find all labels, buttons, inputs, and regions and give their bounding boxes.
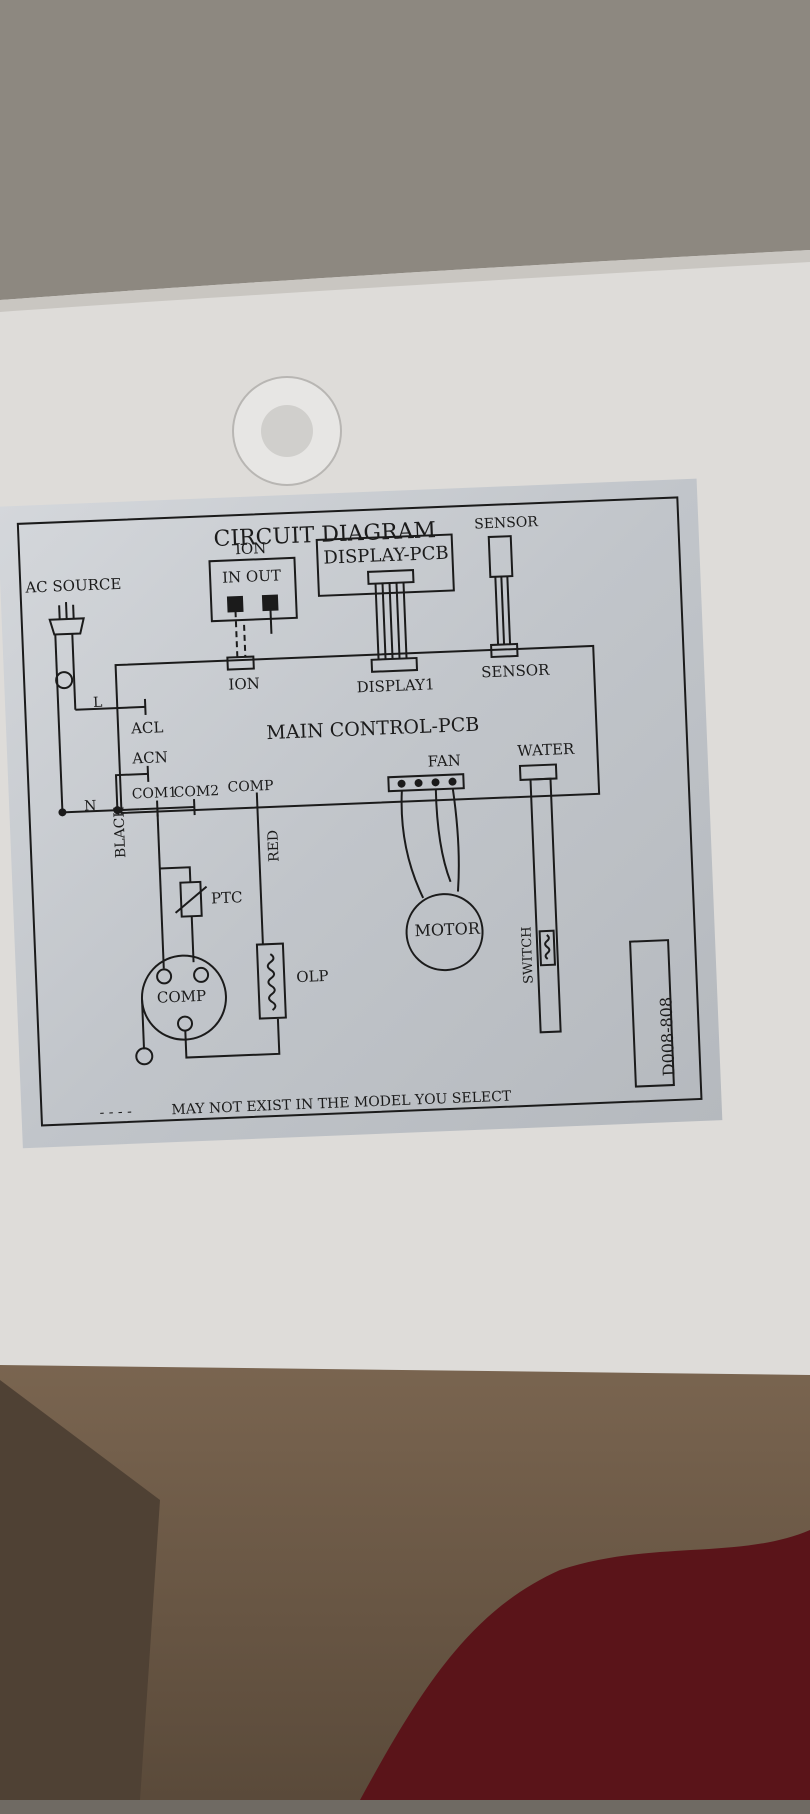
- wall-background: [0, 0, 810, 300]
- com2-tick: [193, 799, 196, 816]
- floor-shadow: [0, 1380, 160, 1800]
- sensor-wire-3: [506, 576, 512, 645]
- comp-tick: [255, 792, 259, 809]
- motor: [405, 893, 484, 972]
- diagram-frame: [16, 496, 703, 1127]
- fan-pin-4: [448, 777, 457, 786]
- l-line: [75, 705, 146, 711]
- fan-wire-3: [451, 788, 460, 892]
- display-wire-2: [381, 583, 387, 660]
- n-line: [62, 808, 140, 814]
- display-pcb-box: [315, 533, 455, 597]
- comp-terminal-s: [156, 968, 173, 985]
- plug-cord-n: [54, 634, 64, 813]
- acn-tick: [146, 765, 150, 782]
- red-fabric: [360, 1530, 810, 1800]
- model-code-box: [629, 939, 675, 1088]
- main-control-pcb: [114, 644, 601, 815]
- display1-connector: [370, 656, 419, 673]
- plug-prong-1: [58, 605, 61, 620]
- ion-wire-2: [269, 609, 273, 634]
- display-wire-3: [388, 582, 394, 660]
- ion-in-terminal: [226, 595, 244, 613]
- comp-ground-symbol: [135, 1047, 154, 1066]
- n-junction-1: [58, 808, 67, 817]
- plug-cord-l: [71, 633, 77, 710]
- olp-coil: [266, 953, 277, 1011]
- sensor-wire-2: [500, 576, 506, 645]
- red-wire: [256, 808, 264, 945]
- acl-tick: [143, 698, 147, 715]
- fan-pin-3: [431, 778, 440, 787]
- fan-pin-1: [397, 779, 406, 788]
- display-connector-top: [367, 569, 415, 585]
- water-switch-element: [538, 929, 556, 967]
- ion-module-box: [208, 556, 298, 623]
- label-plate: [0, 478, 723, 1149]
- ptc-to-comp: [190, 916, 195, 963]
- black-wire: [156, 808, 165, 969]
- fan-connector: [387, 773, 465, 793]
- ptc-branch: [159, 866, 192, 883]
- ptc-slash: [174, 885, 208, 914]
- sensor-wire-1: [494, 576, 500, 645]
- ion-out-terminal: [261, 594, 279, 612]
- circuit-diagram: [16, 496, 703, 1127]
- display-wire-5: [402, 582, 408, 659]
- water-switch-coil: [544, 934, 551, 960]
- plug-prong-3: [72, 604, 75, 619]
- ion-wire-3: [243, 624, 247, 657]
- com1-wire: [139, 806, 195, 811]
- fan-wire-2: [434, 789, 452, 883]
- olp-box: [255, 942, 287, 1020]
- fan-pin-2: [414, 779, 423, 788]
- water-switch-housing: [529, 777, 562, 1034]
- ion-connector: [226, 655, 255, 671]
- ac-plug: [48, 617, 85, 636]
- ion-wire-1: [234, 611, 239, 658]
- comp-terminal-r: [193, 966, 210, 983]
- display-wire-1: [374, 583, 380, 660]
- fan-wire-1: [400, 790, 425, 899]
- acn-line: [114, 772, 149, 811]
- plug-ground-symbol: [55, 671, 74, 690]
- appliance-top-edge: [0, 250, 810, 312]
- comp-ground-wire: [141, 999, 146, 1050]
- display-wire-4: [395, 582, 401, 659]
- comp-c-to-olp: [184, 1018, 281, 1059]
- plug-prong-2: [65, 601, 68, 620]
- bumper-inner: [261, 405, 313, 457]
